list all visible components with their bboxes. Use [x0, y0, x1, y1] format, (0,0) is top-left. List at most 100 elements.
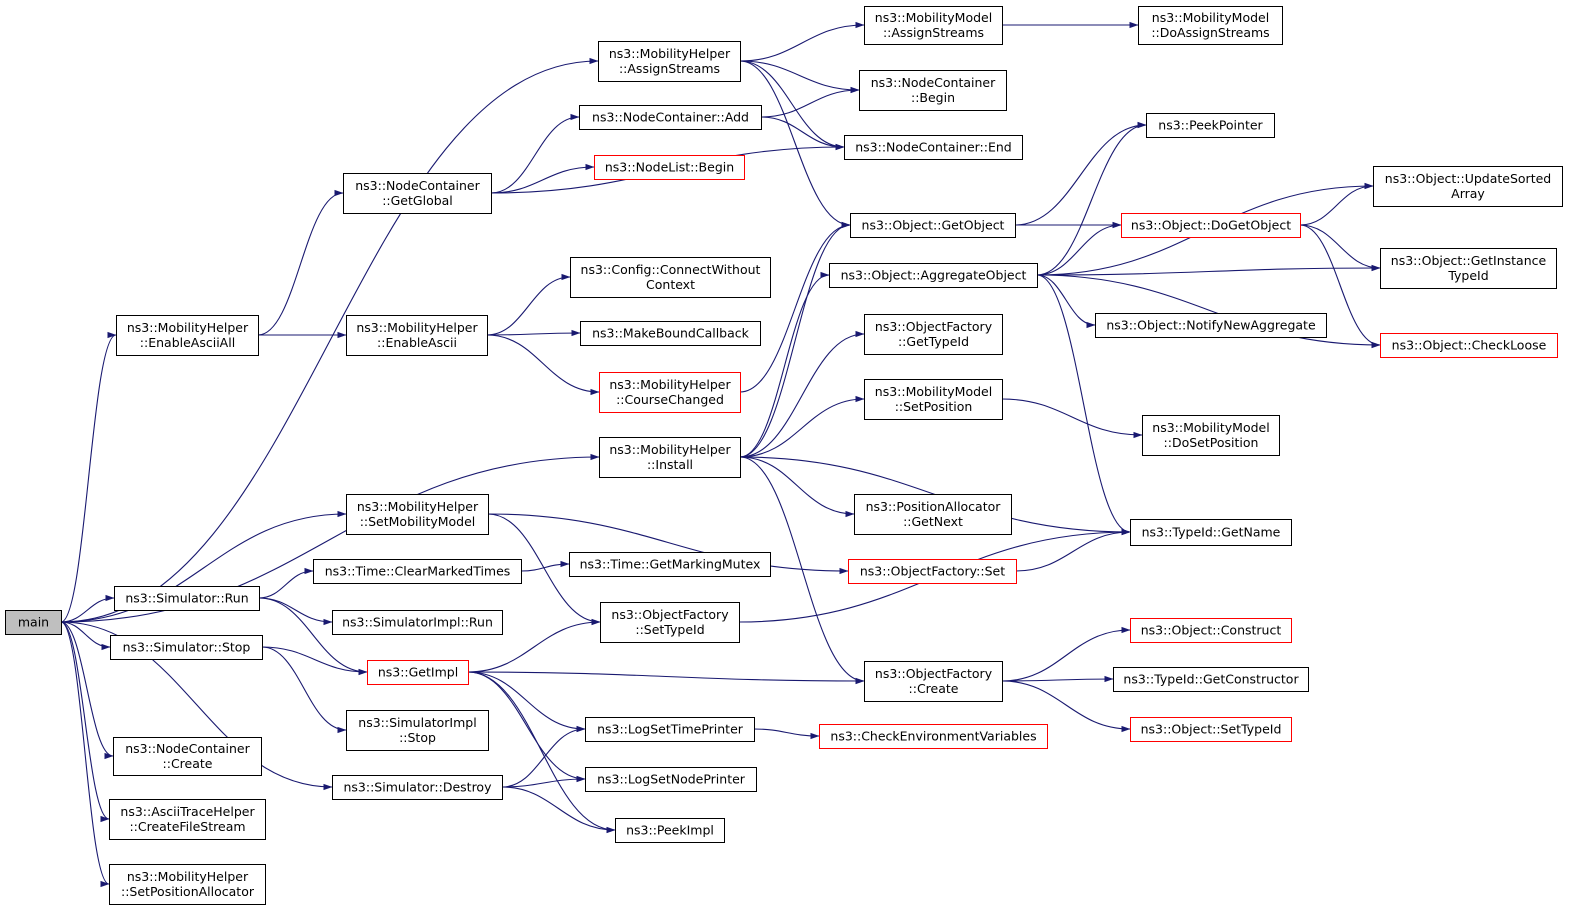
- node-ns3-checkenvironmentvariables[interactable]: ns3::CheckEnvironmentVariables: [819, 724, 1048, 749]
- node-ns3-getimpl[interactable]: ns3::GetImpl: [367, 660, 469, 685]
- node-ns3-mobilitymodel-doassignstreams[interactable]: ns3::MobilityModel::DoAssignStreams: [1138, 6, 1283, 45]
- edge-ns3-objectfactory-create-to-ns3-typeid-getconstructor: [1001, 675, 1114, 683]
- node-ns3-object-settypeid[interactable]: ns3::Object::SetTypeId: [1130, 717, 1292, 742]
- node-ns3-nodelist-begin[interactable]: ns3::NodeList::Begin: [594, 155, 745, 180]
- edge-ns3-objectfactory-create-to-ns3-object-settypeid: [1001, 680, 1131, 733]
- edge-ns3-mobilityhelper-setmobilitymodel-to-ns3-objectfactory-set: [487, 513, 849, 575]
- node-label: ns3::MakeBoundCallback: [592, 326, 750, 341]
- node-ns3-object-aggregateobject[interactable]: ns3::Object::AggregateObject: [829, 263, 1038, 288]
- node-ns3-simulatorimpl-stop[interactable]: ns3::SimulatorImpl::Stop: [346, 710, 489, 751]
- edge-ns3-object-dogetobject-to-ns3-object-updatesortedarray: [1299, 182, 1374, 226]
- edge-ns3-simulator-stop-to-ns3-simulatorimpl-stop: [261, 646, 347, 734]
- node-ns3-mobilityhelper-assignstreams[interactable]: ns3::MobilityHelper::AssignStreams: [598, 41, 741, 82]
- node-ns3-positionallocator-getnext[interactable]: ns3::PositionAllocator::GetNext: [854, 494, 1012, 535]
- node-ns3-mobilitymodel-setposition[interactable]: ns3::MobilityModel::SetPosition: [864, 379, 1003, 420]
- edge-ns3-object-aggregateobject-to-ns3-object-checkloose: [1036, 274, 1381, 349]
- edge-ns3-simulator-destroy-to-ns3-logsetnodeprinter: [501, 775, 586, 788]
- node-ns3-nodecontainer-create[interactable]: ns3::NodeContainer::Create: [113, 737, 262, 776]
- node-label: ns3::Simulator::Stop: [123, 640, 251, 655]
- node-ns3-nodecontainer-getglobal[interactable]: ns3::NodeContainer::GetGlobal: [343, 173, 492, 214]
- edge-main-to-ns3-asciitracehelper-createfilestream: [60, 621, 110, 823]
- node-ns3-objectfactory-create[interactable]: ns3::ObjectFactory::Create: [864, 661, 1003, 702]
- node-ns3-simulator-destroy[interactable]: ns3::Simulator::Destroy: [332, 775, 503, 800]
- node-box: [579, 105, 762, 130]
- node-ns3-mobilityhelper-setpositionallocator[interactable]: ns3::MobilityHelper::SetPositionAllocato…: [109, 864, 266, 905]
- node-ns3-mobilityhelper-install[interactable]: ns3::MobilityHelper::Install: [599, 437, 741, 478]
- node-label: ns3::MobilityHelper: [609, 377, 731, 392]
- node-ns3-objectfactory-gettypeid[interactable]: ns3::ObjectFactory::GetTypeId: [864, 314, 1003, 355]
- node-box: [1138, 6, 1283, 45]
- node-ns3-object-notifynewaggregate[interactable]: ns3::Object::NotifyNewAggregate: [1095, 313, 1327, 338]
- node-box: [1121, 213, 1301, 238]
- edge-ns3-mobilityhelper-enableascii-to-ns3-mobilityhelper-coursechanged: [486, 334, 600, 396]
- node-ns3-simulator-run[interactable]: ns3::Simulator::Run: [114, 586, 260, 611]
- node-label: ::Create: [163, 756, 213, 771]
- node-ns3-object-getobject[interactable]: ns3::Object::GetObject: [850, 213, 1016, 238]
- node-ns3-time-getmarkingmutex[interactable]: ns3::Time::GetMarkingMutex: [569, 552, 771, 577]
- node-label: ns3::Time::ClearMarkedTimes: [325, 564, 511, 579]
- node-ns3-logsetnodeprinter[interactable]: ns3::LogSetNodePrinter: [585, 767, 757, 792]
- node-label: ns3::MobilityModel: [1152, 10, 1269, 25]
- node-box: [1380, 333, 1558, 358]
- node-label: ns3::Object::DoGetObject: [1131, 218, 1291, 233]
- node-ns3-object-dogetobject[interactable]: ns3::Object::DoGetObject: [1121, 213, 1301, 238]
- node-box: [367, 660, 469, 685]
- node-ns3-peekimpl[interactable]: ns3::PeekImpl: [615, 818, 725, 843]
- node-box: [346, 494, 489, 535]
- node-box: [599, 372, 741, 413]
- node-label: ns3::SimulatorImpl: [358, 715, 476, 730]
- node-label: ns3::Object::SetTypeId: [1141, 722, 1282, 737]
- node-box: [599, 437, 741, 478]
- node-ns3-nodecontainer-begin[interactable]: ns3::NodeContainer::Begin: [859, 70, 1007, 111]
- node-box: [844, 135, 1023, 160]
- edge-ns3-mobilitymodel-setposition-to-ns3-mobilitymodel-dosetposition: [1001, 398, 1143, 439]
- node-ns3-mobilitymodel-dosetposition[interactable]: ns3::MobilityModel::DoSetPosition: [1142, 415, 1280, 456]
- node-ns3-mobilityhelper-coursechanged[interactable]: ns3::MobilityHelper::CourseChanged: [599, 372, 741, 413]
- node-label: ::SetPositionAllocator: [121, 884, 255, 899]
- node-ns3-mobilityhelper-enableascii[interactable]: ns3::MobilityHelper::EnableAscii: [346, 315, 488, 356]
- node-label: ::CreateFileStream: [129, 819, 245, 834]
- node-ns3-simulatorimpl-run[interactable]: ns3::SimulatorImpl::Run: [332, 610, 503, 635]
- node-ns3-object-construct[interactable]: ns3::Object::Construct: [1130, 618, 1292, 643]
- node-box: [1142, 415, 1280, 456]
- node-box: [1130, 618, 1292, 643]
- node-box: [1113, 667, 1309, 692]
- node-main[interactable]: main: [5, 610, 62, 635]
- node-ns3-nodecontainer-add[interactable]: ns3::NodeContainer::Add: [579, 105, 762, 130]
- edge-ns3-mobilityhelper-install-to-ns3-object-getobject: [739, 221, 851, 458]
- node-ns3-typeid-getname[interactable]: ns3::TypeId::GetName: [1130, 519, 1292, 546]
- node-box: [313, 559, 522, 584]
- call-edges: [60, 21, 1381, 888]
- edge-main-to-ns3-simulator-destroy: [60, 621, 333, 791]
- node-ns3-asciitracehelper-createfilestream[interactable]: ns3::AsciiTraceHelper::CreateFileStream: [109, 799, 266, 840]
- node-ns3-makeboundcallback[interactable]: ns3::MakeBoundCallback: [580, 321, 761, 346]
- node-ns3-logsettimeprinter[interactable]: ns3::LogSetTimePrinter: [585, 717, 755, 742]
- node-ns3-simulator-stop[interactable]: ns3::Simulator::Stop: [110, 635, 263, 660]
- node-label: ns3::MobilityHelper: [609, 46, 731, 61]
- node-label: ns3::PeekPointer: [1158, 118, 1263, 133]
- node-ns3-object-checkloose[interactable]: ns3::Object::CheckLoose: [1380, 333, 1558, 358]
- node-ns3-nodecontainer-end[interactable]: ns3::NodeContainer::End: [844, 135, 1023, 160]
- node-ns3-objectfactory-settypeid[interactable]: ns3::ObjectFactory::SetTypeId: [600, 602, 740, 643]
- node-ns3-mobilityhelper-enableasciiall[interactable]: ns3::MobilityHelper::EnableAsciiAll: [116, 315, 259, 356]
- edge-ns3-simulator-stop-to-ns3-getimpl: [261, 646, 368, 676]
- node-box: [829, 263, 1038, 288]
- node-ns3-mobilitymodel-assignstreams[interactable]: ns3::MobilityModel::AssignStreams: [864, 6, 1003, 45]
- node-ns3-peekpointer[interactable]: ns3::PeekPointer: [1146, 113, 1275, 138]
- node-box: [110, 635, 263, 660]
- node-ns3-objectfactory-set[interactable]: ns3::ObjectFactory::Set: [848, 559, 1017, 584]
- node-ns3-typeid-getconstructor[interactable]: ns3::TypeId::GetConstructor: [1113, 667, 1309, 692]
- node-box: [114, 586, 260, 611]
- node-label: ::GetNext: [903, 514, 963, 529]
- node-box: [569, 552, 771, 577]
- node-box: [5, 610, 62, 635]
- node-box: [850, 213, 1016, 238]
- node-box: [864, 661, 1003, 702]
- node-ns3-time-clearmarkedtimes[interactable]: ns3::Time::ClearMarkedTimes: [313, 559, 522, 584]
- edge-ns3-nodecontainer-add-to-ns3-nodecontainer-end: [760, 116, 845, 151]
- function-nodes: mainns3::MobilityHelper::AssignStreamsns…: [5, 6, 1563, 905]
- node-ns3-mobilityhelper-setmobilitymodel[interactable]: ns3::MobilityHelper::SetMobilityModel: [346, 494, 489, 535]
